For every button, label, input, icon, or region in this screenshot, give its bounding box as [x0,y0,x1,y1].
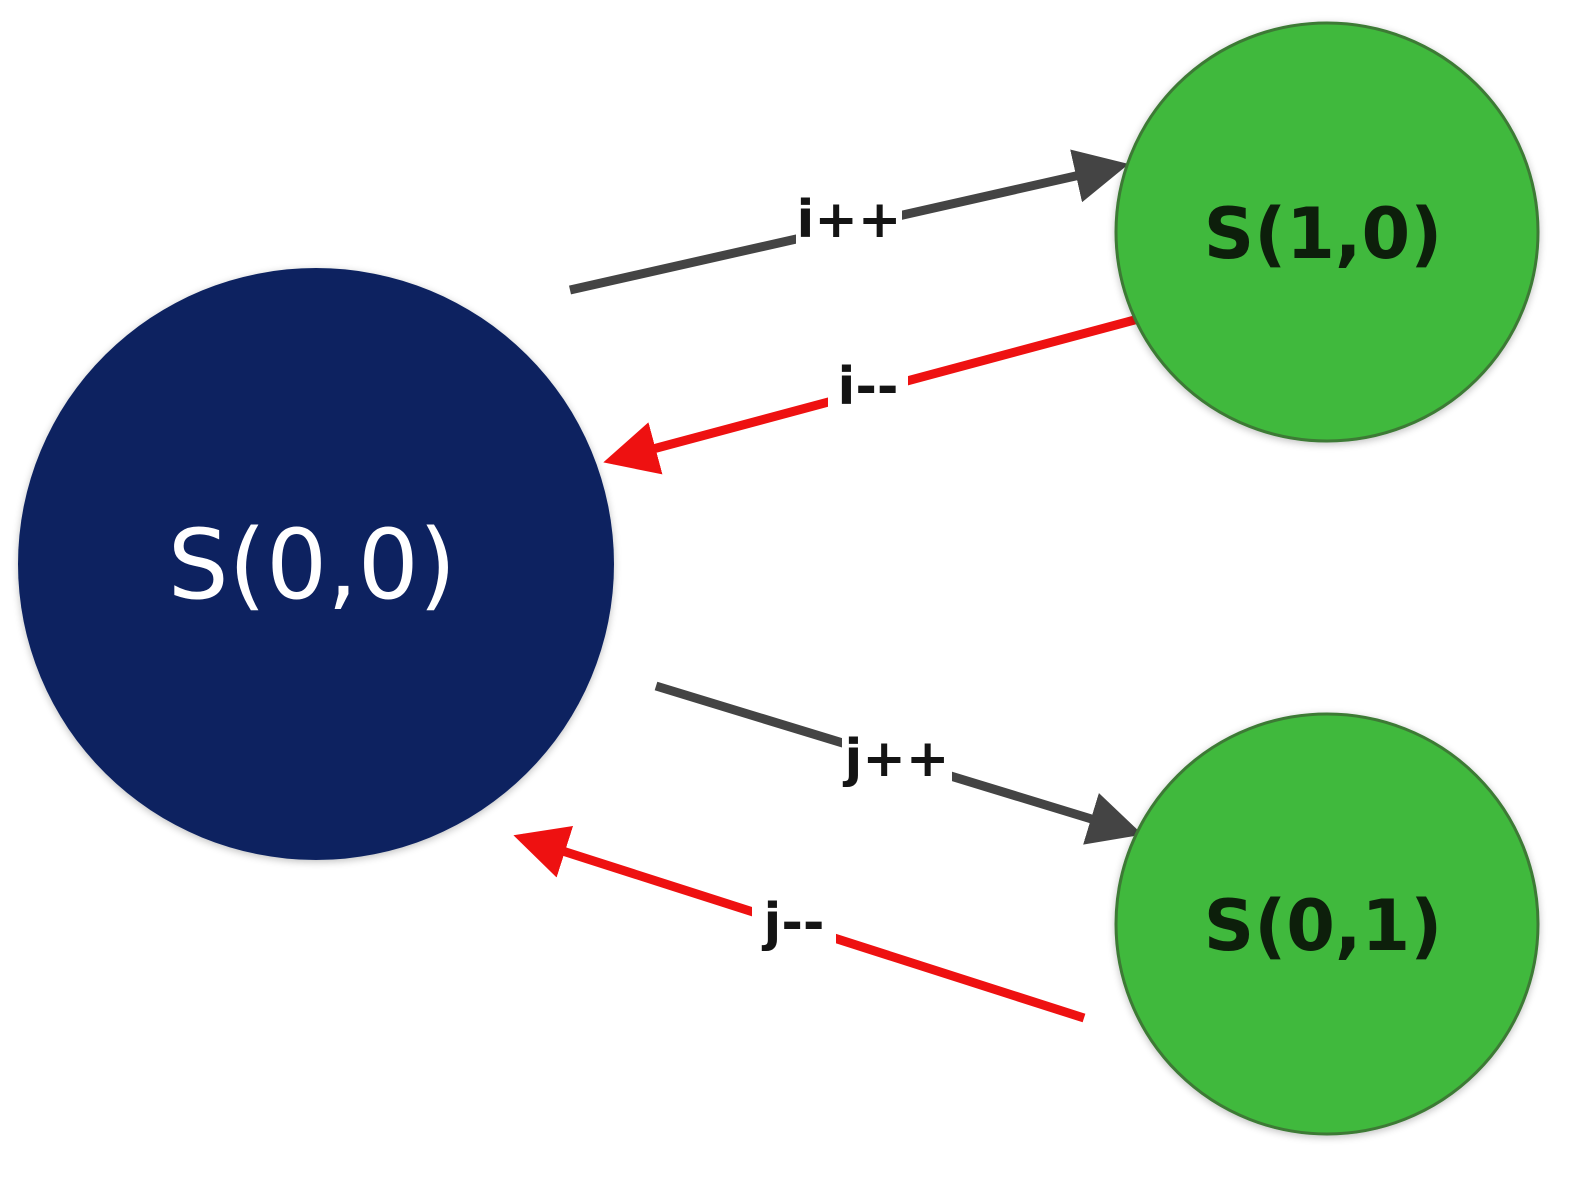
edge-label-j-decrement: j-- [762,893,825,953]
edge-s10-to-s00: i-- [603,313,1144,475]
edge-label-i-increment: i++ [797,190,902,250]
node-s10: S(1,0) [1114,21,1540,443]
node-s10-label: S(1,0) [1204,193,1442,275]
node-s00-circle [18,268,614,860]
edge-label-bg-j-increment [842,730,952,790]
node-s01-circle [1114,712,1540,1136]
edge-label-j-increment: j++ [843,729,950,789]
node-s10-circle [1114,21,1540,443]
node-s01: S(0,1) [1114,712,1540,1136]
edge-s00-to-s10: i++ [569,149,1129,295]
edge-label-bg-j-decrement [752,895,836,955]
edge-label-i-decrement: i-- [838,357,899,417]
node-s00: S(0,0) [18,268,614,860]
edge-s01-to-s00: j-- [513,826,1086,1023]
edge-s00-to-s01: j++ [654,681,1143,845]
node-s01-label: S(0,1) [1204,885,1442,967]
edge-label-bg-i-decrement [828,362,908,414]
node-s00-label: S(0,0) [168,509,457,621]
edge-label-bg-i-increment [796,195,902,247]
